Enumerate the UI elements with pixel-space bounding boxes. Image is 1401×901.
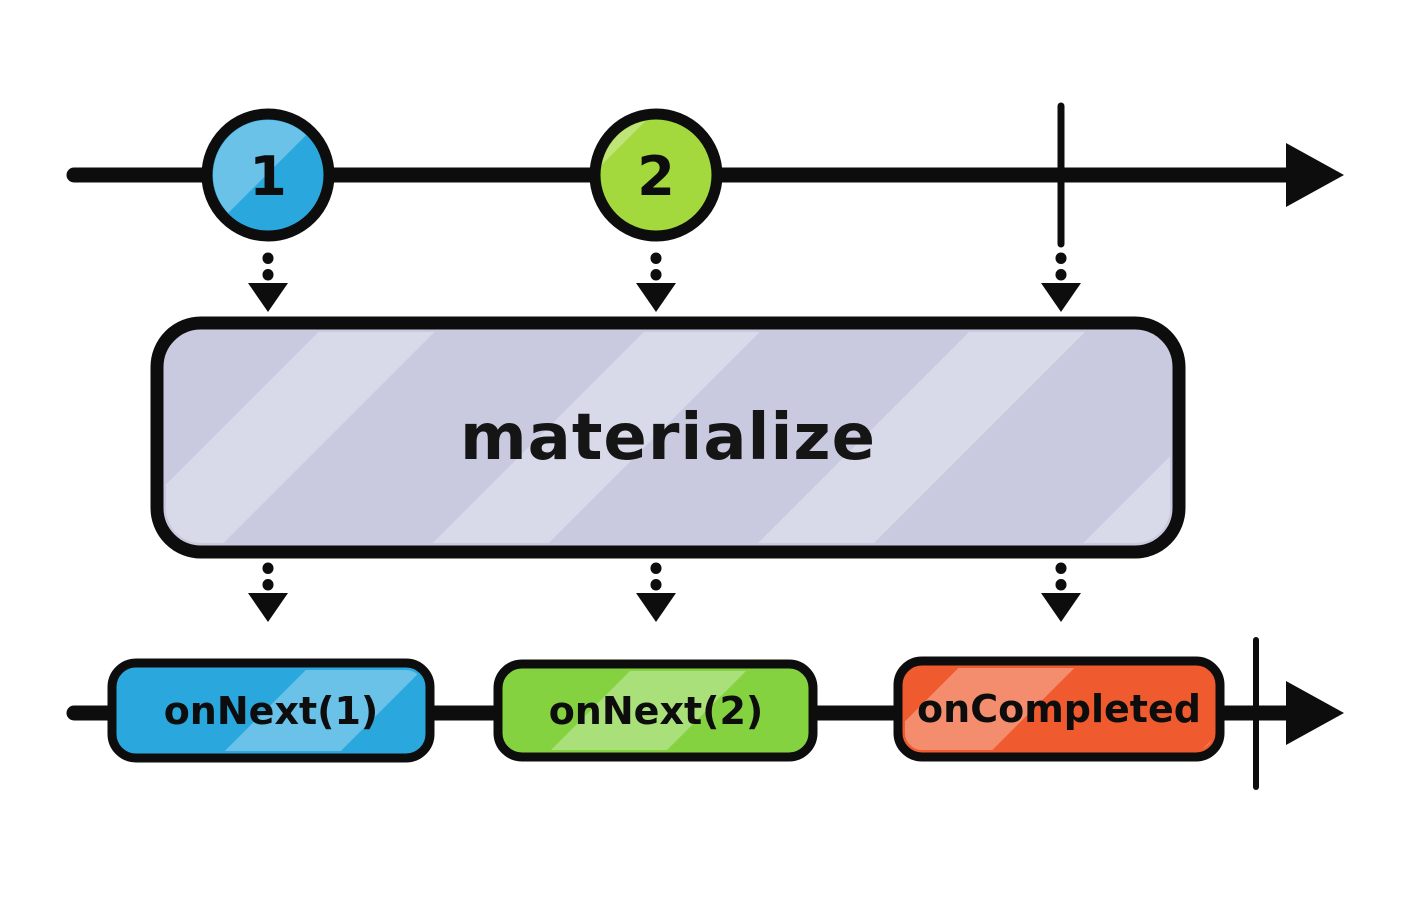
result-event-2-stripes	[505, 671, 806, 750]
source-event-1: 1	[201, 108, 335, 242]
down-arrow-icon	[248, 562, 288, 622]
down-arrow-icon	[1041, 562, 1081, 622]
down-arrow-icon	[248, 252, 288, 312]
operator-to-result-arrows	[248, 562, 1081, 622]
source-timeline: 1 2	[66, 102, 1344, 248]
down-arrow-head	[248, 283, 288, 312]
source-event-2-stripes	[601, 120, 711, 230]
down-arrow-head	[1041, 593, 1081, 622]
result-event-3-label: onCompleted	[917, 687, 1201, 731]
down-arrow-head	[248, 593, 288, 622]
down-arrow-head	[1041, 283, 1081, 312]
result-event-1: onNext(1)	[107, 658, 435, 763]
source-event-2-label: 2	[637, 145, 675, 208]
down-arrow-icon	[1041, 252, 1081, 312]
result-event-3: onCompleted	[893, 656, 1225, 762]
source-event-1-stripes	[213, 120, 323, 230]
result-timeline: onNext(1) onNext(2) onCompleted	[66, 637, 1344, 790]
source-event-2: 2	[589, 108, 723, 242]
down-arrow-head	[636, 283, 676, 312]
operator-label: materialize	[460, 401, 876, 475]
down-arrow-icon	[636, 252, 676, 312]
operator-box-stripes	[166, 332, 1170, 543]
operator-box: materialize	[150, 316, 1186, 559]
source-timeline-arrowhead-icon	[1286, 143, 1344, 207]
result-event-2-label: onNext(2)	[549, 689, 764, 733]
source-event-1-label: 1	[249, 145, 287, 208]
result-event-1-label: onNext(1)	[164, 689, 379, 733]
result-event-1-stripes	[119, 670, 423, 751]
result-timeline-arrowhead-icon	[1286, 681, 1344, 745]
down-arrow-icon	[636, 562, 676, 622]
result-event-3-stripes	[905, 668, 1213, 750]
result-event-2: onNext(2)	[493, 659, 818, 762]
source-to-operator-arrows	[248, 252, 1081, 312]
down-arrow-head	[636, 593, 676, 622]
